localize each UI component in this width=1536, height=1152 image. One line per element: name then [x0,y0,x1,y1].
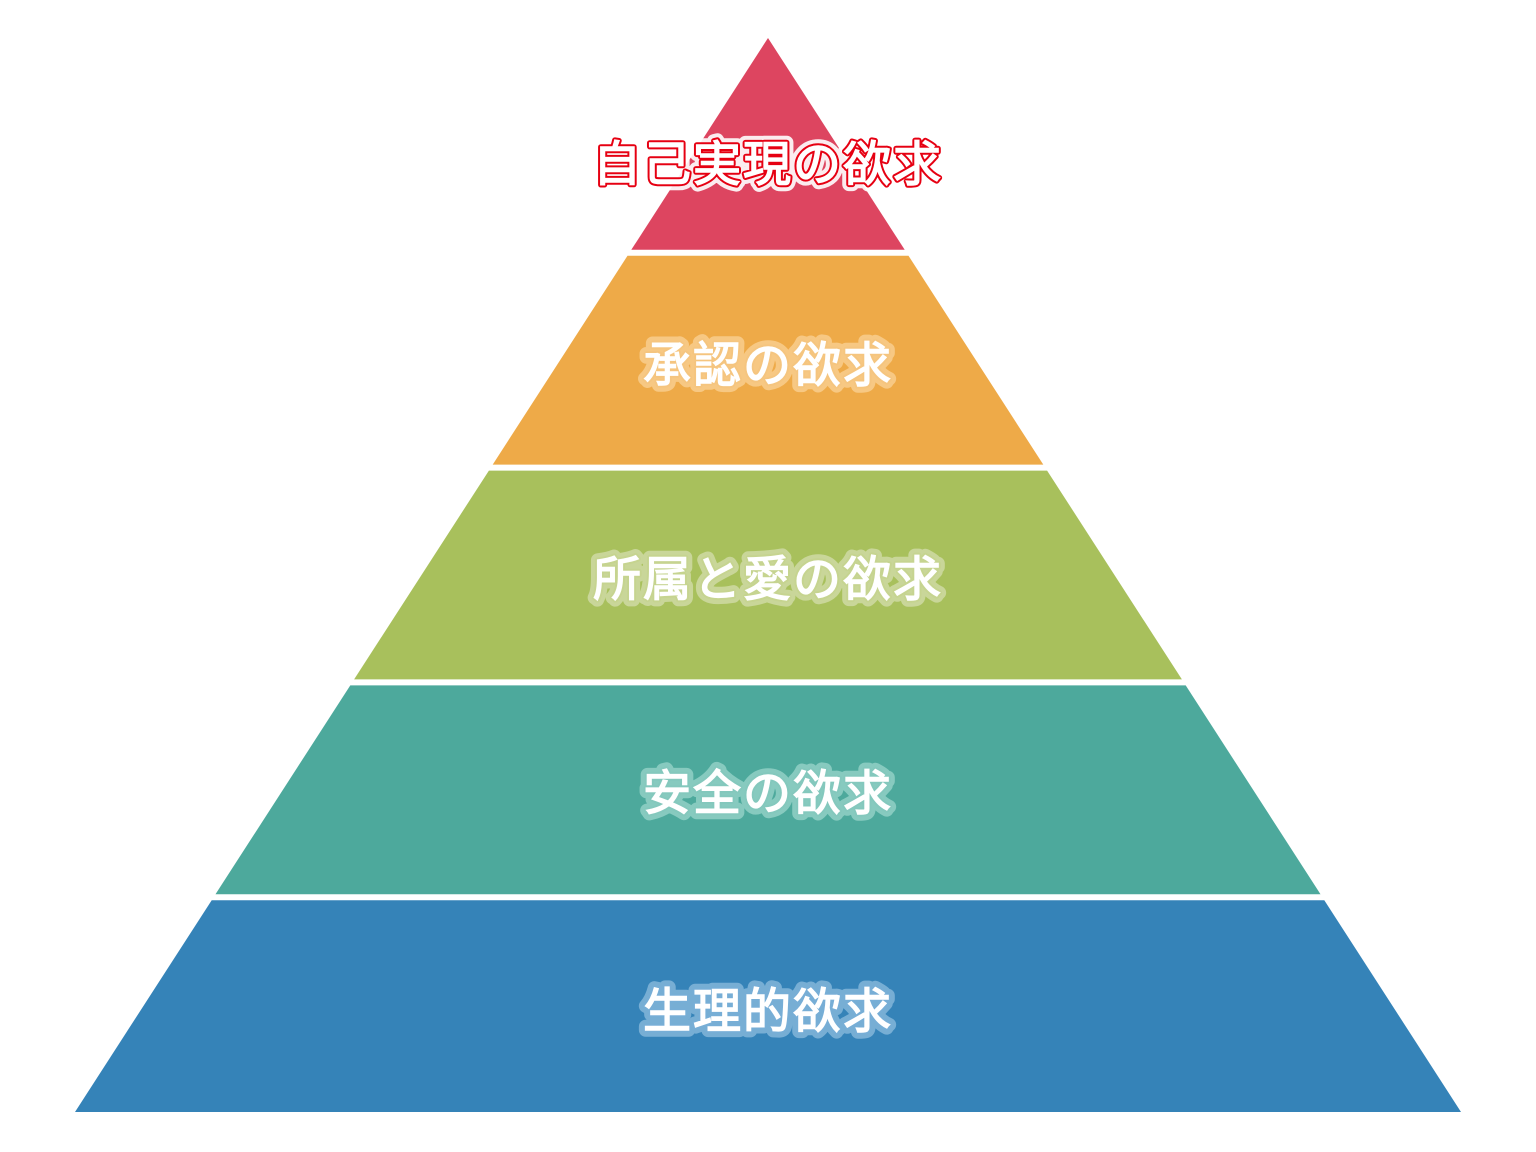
pyramid-level-4-label: 安全の欲求 [643,767,893,821]
pyramid-level-2-shape [492,255,1044,465]
pyramid-level-2-label: 承認の欲求 [643,340,893,393]
pyramid-level-3-shape [354,470,1182,680]
pyramid-level-1-shape [631,38,905,250]
pyramid-level-1-label: 自己実現の欲求 [593,139,943,192]
pyramid-level-4-label-glow: 安全の欲求 [643,767,893,821]
pyramid-level-2-label-glow: 承認の欲求 [643,340,893,393]
pyramid-level-5-shape [75,900,1461,1112]
pyramid-level-3-label-glow: 所属と愛の欲求 [593,554,943,607]
pyramid-level-3-label: 所属と愛の欲求 [593,554,943,607]
pyramid-level-1-label-glow: 自己実現の欲求 [593,139,943,192]
pyramid-level-4-shape [215,685,1321,895]
pyramid-level-5-label-glow: 生理的欲求 [643,986,893,1039]
pyramid-level-5-label: 生理的欲求 [643,986,893,1039]
